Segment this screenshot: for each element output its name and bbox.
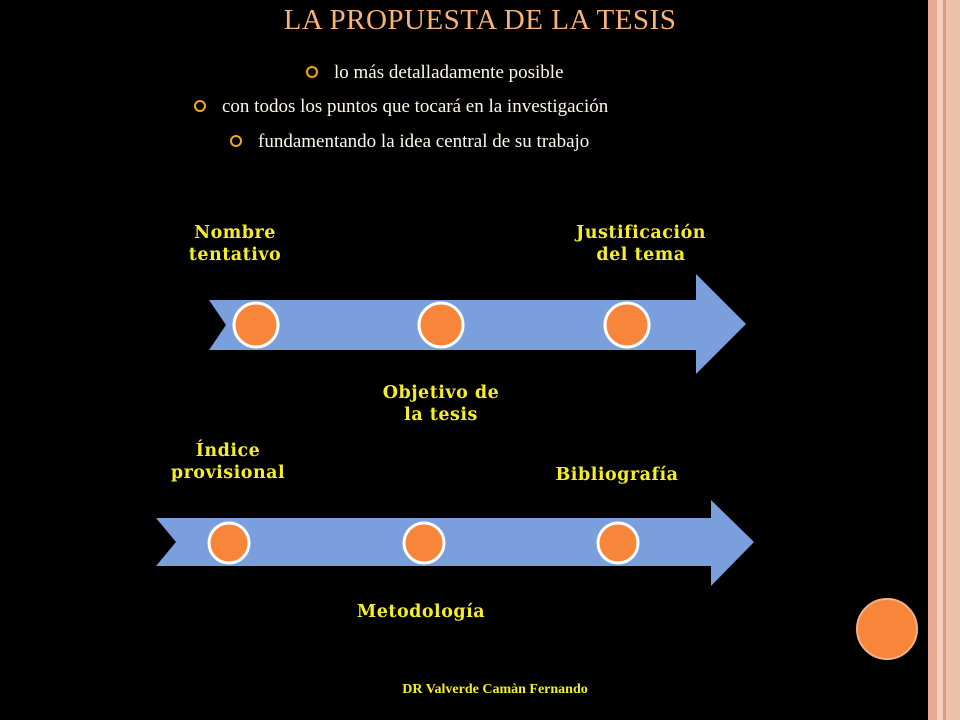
label-bibliografia: Bibliografía bbox=[555, 465, 679, 485]
decorative-circle bbox=[856, 598, 918, 660]
timeline-node bbox=[596, 521, 640, 565]
bullet-text: con todos los puntos que tocará en la in… bbox=[222, 96, 609, 117]
bullet-item: lo más detalladamente posible bbox=[306, 62, 564, 84]
timeline-node bbox=[402, 521, 446, 565]
timeline-node bbox=[207, 521, 251, 565]
timeline-arrow-1 bbox=[209, 274, 746, 374]
slide-footer: DR Valverde Camàn Fernando bbox=[402, 682, 588, 697]
slide-right-border bbox=[924, 0, 960, 720]
bullet-item: con todos los puntos que tocará en la in… bbox=[194, 96, 608, 118]
slide-title: LA PROPUESTA DE LA TESIS bbox=[283, 4, 677, 36]
timeline-arrow-2 bbox=[156, 500, 754, 586]
bullet-text: lo más detalladamente posible bbox=[334, 62, 564, 83]
label-indice: Índice provisional bbox=[170, 441, 286, 483]
bullet-ring-icon bbox=[194, 99, 206, 112]
timeline-node bbox=[603, 301, 651, 349]
label-nombre-tentativo: Nombre tentativo bbox=[188, 223, 282, 265]
label-metodologia: Metodología bbox=[356, 602, 486, 622]
bullet-text: fundamentando la idea central de su trab… bbox=[258, 131, 590, 152]
bullet-ring-icon bbox=[230, 134, 242, 147]
label-objetivo: Objetivo de la tesis bbox=[382, 383, 500, 425]
bullet-item: fundamentando la idea central de su trab… bbox=[230, 131, 589, 153]
timeline-node bbox=[232, 301, 280, 349]
timeline-node bbox=[417, 301, 465, 349]
label-justificacion: Justificación del tema bbox=[576, 223, 706, 265]
bullet-ring-icon bbox=[306, 65, 318, 78]
